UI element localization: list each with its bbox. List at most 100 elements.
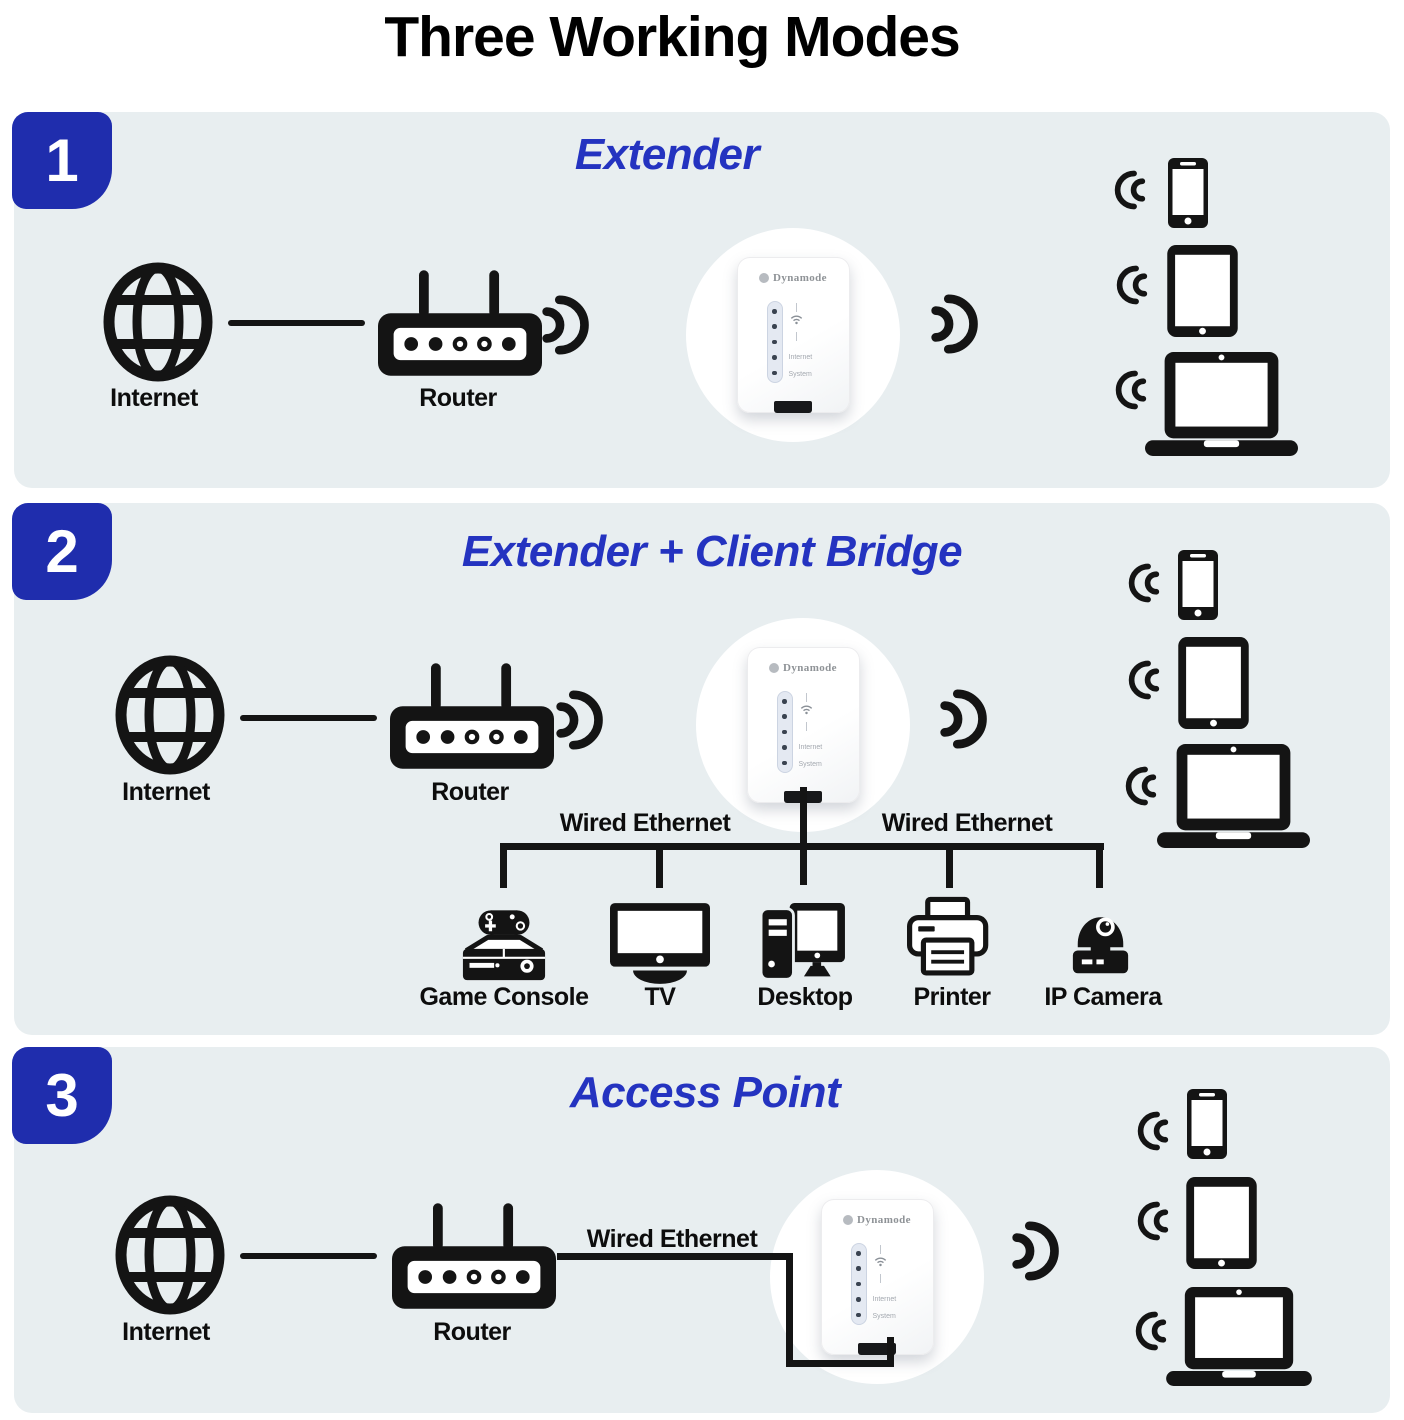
wifi-signal-icon (1125, 758, 1159, 814)
wired-ethernet-label-right: Wired Ethernet (881, 809, 1053, 837)
brand-text: Dynamode (773, 272, 827, 284)
wifi-waves-icon (538, 286, 590, 364)
panel-title-access-point: Access Point (569, 1068, 841, 1117)
number-badge-2: 2 (12, 503, 112, 600)
router-icon (392, 1203, 556, 1309)
divider (805, 693, 807, 702)
divider (805, 722, 807, 731)
wifi-signal-icon (1137, 1103, 1171, 1159)
laptop-icon (1166, 1287, 1312, 1386)
extender-halo: Dynamode Internet System (686, 228, 900, 442)
desktop-icon (761, 903, 845, 985)
extender-device: Dynamode Internet System (736, 257, 850, 413)
printer-label: Printer (913, 983, 991, 1011)
wired-ethernet-label: Wired Ethernet (586, 1225, 758, 1253)
brand-text: Dynamode (857, 1214, 911, 1226)
router-icon (390, 663, 554, 769)
tablet-icon (1178, 637, 1249, 729)
internet-label: Internet (122, 1318, 210, 1346)
device-led-label-internet: Internet (872, 1296, 897, 1303)
internet-label: Internet (122, 778, 210, 806)
tablet-icon (1167, 245, 1238, 337)
wired-ethernet-line-down (786, 1253, 793, 1367)
ethernet-bus-line (500, 843, 1104, 850)
led-strip (776, 691, 793, 773)
wired-ethernet-line-bottom (786, 1360, 894, 1367)
divider (795, 332, 797, 341)
connector-line (240, 715, 377, 721)
wifi-signal-icon (1137, 1193, 1171, 1249)
tv-label: TV (644, 983, 676, 1011)
device-led-label-system: System (798, 761, 822, 768)
smartphone-icon (1168, 158, 1208, 228)
wifi-signal-icon (1128, 555, 1162, 611)
internet-globe-icon (115, 1195, 225, 1315)
panel-access-point: 3 Access Point Internet Router Wired Eth… (12, 1047, 1390, 1413)
dynamode-logo: Dynamode (821, 1214, 934, 1226)
ethernet-drop-line (500, 848, 507, 888)
printer-icon (907, 895, 990, 980)
wifi-signal-icon (1128, 652, 1162, 708)
wifi-waves-icon (552, 681, 604, 759)
number-badge-1: 1 (12, 112, 112, 209)
wifi-waves-icon (927, 285, 979, 363)
wifi-signal-icon (1115, 362, 1149, 418)
dynamode-logo: Dynamode (747, 662, 860, 674)
tv-icon (610, 903, 710, 986)
ethernet-port (774, 401, 812, 413)
extender-device: Dynamode Internet System (746, 647, 860, 803)
wifi-status-icon (874, 1256, 887, 1267)
wifi-signal-icon (1116, 257, 1150, 313)
device-led-label-system: System (872, 1313, 896, 1320)
device-led-label-system: System (788, 371, 812, 378)
wifi-status-icon (790, 314, 803, 325)
page-title: Three Working Modes (384, 5, 960, 69)
ethernet-port (858, 1343, 896, 1355)
logo-dot (769, 663, 780, 673)
laptop-icon (1157, 744, 1310, 848)
led-strip (766, 301, 783, 383)
ethernet-drop-line-center (800, 787, 807, 885)
panel-title-extender: Extender (574, 130, 760, 179)
wired-ethernet-label-left: Wired Ethernet (559, 809, 731, 837)
logo-dot (843, 1215, 854, 1225)
tablet-icon (1186, 1177, 1257, 1269)
ethernet-drop-line (1096, 848, 1103, 888)
router-label: Router (433, 1318, 511, 1346)
extender-halo: Dynamode Internet System (770, 1170, 984, 1384)
device-led-label-internet: Internet (798, 744, 823, 751)
router-label: Router (431, 778, 509, 806)
ethernet-drop-line (946, 848, 953, 888)
router-label: Router (419, 384, 497, 412)
laptop-icon (1145, 352, 1298, 456)
brand-text: Dynamode (783, 662, 837, 674)
connector-line (228, 320, 365, 326)
divider (795, 303, 797, 312)
panel-extender-client-bridge: 2 Extender + Client Bridge Internet Rout… (12, 503, 1390, 1035)
wifi-status-icon (800, 704, 813, 715)
dynamode-logo: Dynamode (737, 272, 850, 284)
divider (879, 1274, 881, 1283)
internet-globe-icon (103, 262, 213, 382)
divider (879, 1245, 881, 1254)
logo-dot (759, 273, 770, 283)
ip-camera-label: IP Camera (1044, 983, 1162, 1011)
ip-camera-icon (1068, 897, 1133, 978)
internet-globe-icon (115, 655, 225, 775)
smartphone-icon (1187, 1089, 1227, 1159)
number-badge-3: 3 (12, 1047, 112, 1144)
extender-device: Dynamode Internet System (820, 1199, 934, 1355)
ethernet-drop-line (656, 848, 663, 888)
panel-title-extender-client-bridge: Extender + Client Bridge (461, 527, 963, 576)
desktop-label: Desktop (757, 983, 853, 1011)
internet-label: Internet (110, 384, 198, 412)
connector-line (240, 1253, 377, 1259)
router-icon (378, 270, 542, 376)
wired-ethernet-line (557, 1253, 793, 1260)
game-console-label: Game Console (419, 983, 589, 1011)
panel-extender: 1 Extender Internet Router Dynamode Inte… (12, 112, 1390, 488)
wifi-signal-icon (1114, 162, 1148, 218)
led-strip (850, 1243, 867, 1325)
wired-ethernet-line-up (887, 1337, 894, 1367)
